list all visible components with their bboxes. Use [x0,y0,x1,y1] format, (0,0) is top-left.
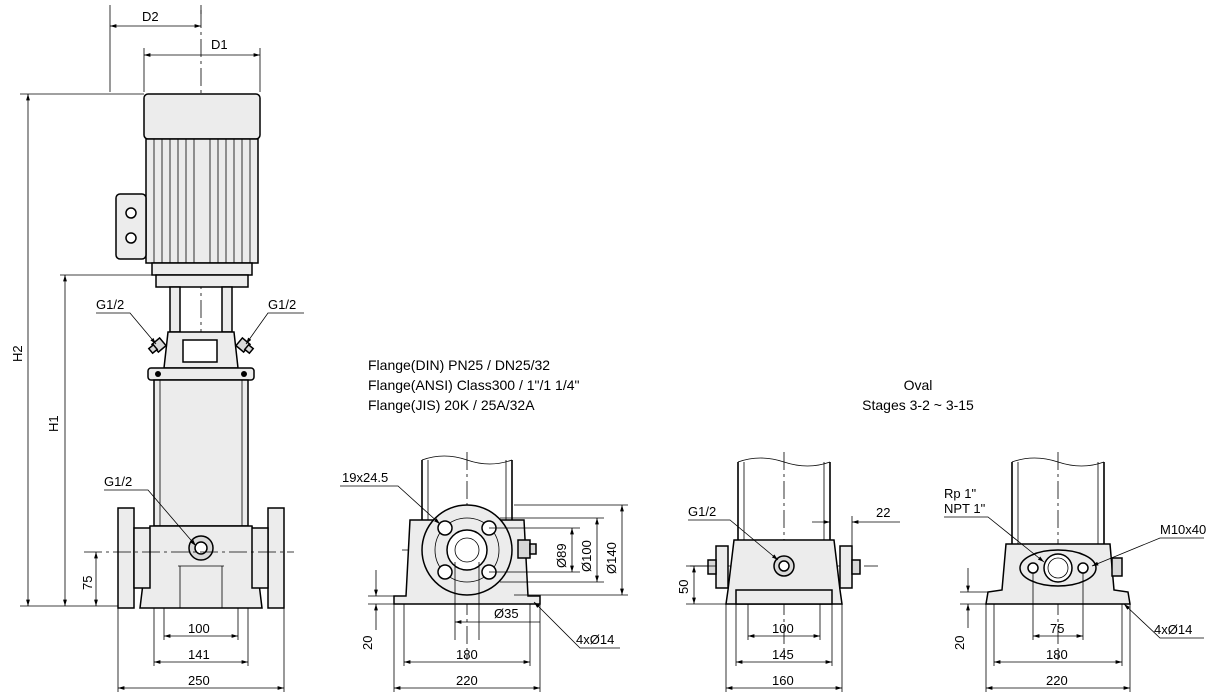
dim-d1: D1 [211,37,228,52]
label-holes-flange: 4xØ14 [576,632,614,647]
dim-h1: H1 [46,415,61,432]
motor-flange [151,262,253,276]
dim-d100: Ø100 [579,540,594,572]
dim-250-side: 250 [188,673,210,688]
vent-plug-left [147,336,168,355]
coupling-window [182,339,218,363]
dim-220-oval: 220 [1046,673,1068,688]
label-g12-left: G1/2 [96,297,124,312]
pump-side-view: D2 D1 H2 H1 75 G1/2 G1/2 G1/2 100 141 [10,5,304,692]
inlet-flange [117,507,135,609]
dim-20-oval: 20 [952,636,967,650]
outlet-flange [267,507,285,609]
dim-220-flange: 220 [456,673,478,688]
dim-141-side: 141 [188,647,210,662]
flange-view: Flange(DIN) PN25 / DN25/32 Flange(ANSI) … [340,357,628,692]
dim-20-flange: 20 [360,636,375,650]
pump-sleeve [153,379,249,527]
dim-100-side: 100 [188,621,210,636]
label-holes-oval: 4xØ14 [1154,622,1192,637]
top-plate [147,367,255,381]
oval-subtitle: Stages 3-2 ~ 3-15 [862,397,974,413]
dim-d2: D2 [142,9,159,24]
label-rp: Rp 1" [944,486,976,501]
dim-100-side2: 100 [772,621,794,636]
dim-h2: H2 [10,345,25,362]
dim-d140: Ø140 [604,542,619,574]
label-bolt: M10x40 [1160,522,1206,537]
side-view-2: G1/2 22 50 100 145 160 [676,452,900,692]
flange-line-1: Flange(DIN) PN25 / DN25/32 [368,357,550,373]
dim-145-side2: 145 [772,647,794,662]
dim-22: 22 [876,505,890,520]
oval-title: Oval [904,377,933,393]
flange-line-2: Flange(ANSI) Class300 / 1"/1 1/4" [368,377,580,393]
vent-plug-right [234,336,255,355]
label-g12-right: G1/2 [268,297,296,312]
oval-view: Oval Stages 3-2 ~ 3-15 Rp 1" NPT 1" M10x… [862,377,1206,692]
dim-75-oval: 75 [1050,621,1064,636]
label-g12-bottom: G1/2 [104,474,132,489]
label-npt: NPT 1" [944,501,986,516]
motor-body [145,138,259,264]
dim-180-oval: 180 [1046,647,1068,662]
dim-d35: Ø35 [494,606,519,621]
dim-50: 50 [676,580,691,594]
dim-d89: Ø89 [554,543,569,568]
label-g12-side2: G1/2 [688,504,716,519]
label-slot: 19x24.5 [342,470,388,485]
dim-75-side: 75 [80,576,95,590]
motor-top [143,93,261,140]
dim-160-side2: 160 [772,673,794,688]
terminal-box [115,193,147,260]
dim-180-flange: 180 [456,647,478,662]
flange-line-3: Flange(JIS) 20K / 25A/32A [368,397,535,413]
